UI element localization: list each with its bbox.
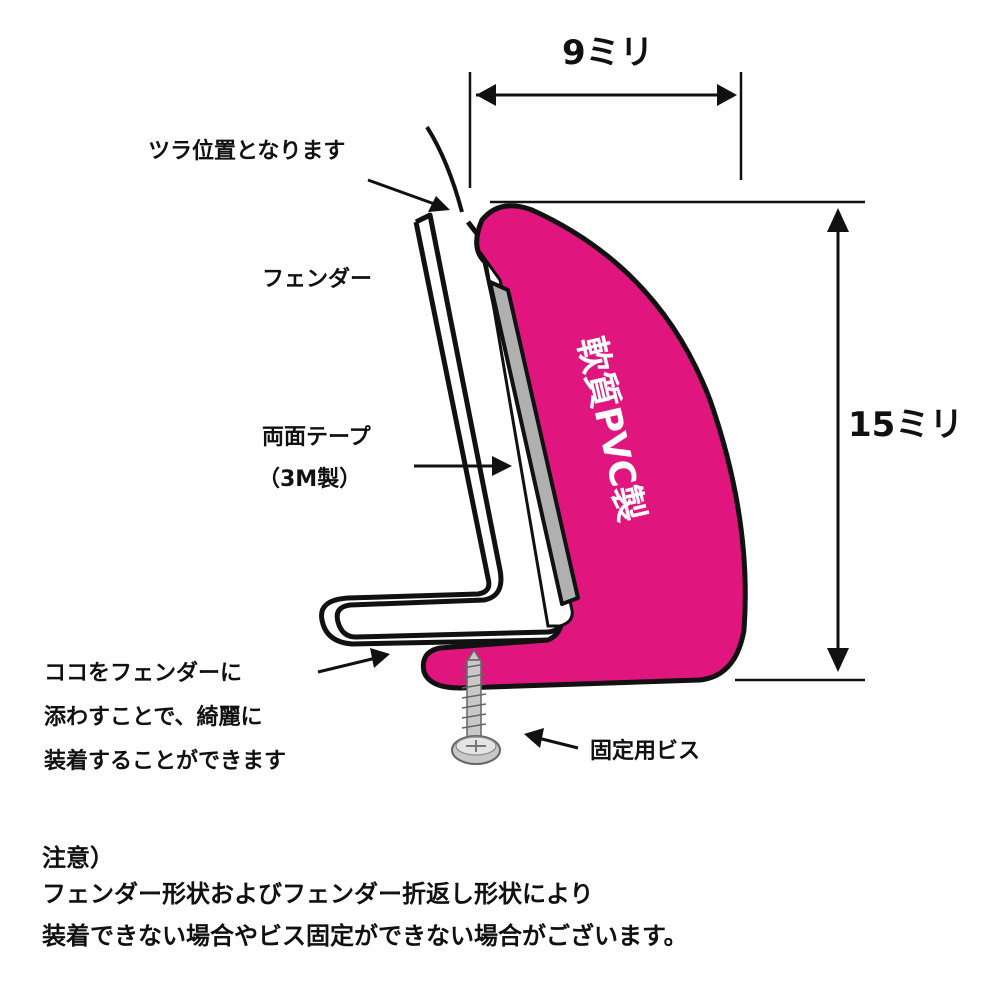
- height-arrow-top: [827, 208, 849, 232]
- fit-label-line1: ココをフェンダーに: [44, 660, 242, 686]
- fit-label-line3: 装着することができます: [44, 748, 286, 774]
- surface-arrowhead: [428, 196, 450, 212]
- width-arrow-right: [717, 84, 737, 106]
- width-label: 9ミリ: [562, 33, 654, 73]
- surface-label: ツラ位置となります: [148, 138, 345, 164]
- double-sided-tape: [488, 280, 580, 606]
- width-arrow-left: [476, 84, 496, 106]
- surface-arrow: [367, 178, 441, 208]
- fit-arrow: [317, 656, 377, 674]
- screw-arrowhead: [524, 728, 544, 748]
- surface-line: [425, 125, 464, 213]
- screw-label: 固定用ビス: [590, 738, 700, 764]
- tape-label-line1: 両面テープ: [262, 425, 372, 450]
- note-line1: フェンダー形状およびフェンダー折返し形状により: [42, 880, 594, 908]
- fender-label: フェンダー: [262, 266, 372, 292]
- height-arrow-bottom: [827, 648, 849, 672]
- fender-inner-edge: [319, 221, 553, 647]
- fit-label-line2: 添わすことで、綺麗に: [44, 704, 262, 730]
- height-label: 15ミリ: [848, 405, 963, 445]
- tape-label-line2: （3M製）: [258, 466, 361, 492]
- screw-icon: [451, 648, 501, 765]
- screw-arrow: [537, 736, 579, 750]
- fit-arrowhead: [370, 648, 390, 668]
- tape-arrowhead: [492, 456, 512, 476]
- note-title: 注意）: [42, 844, 114, 872]
- note-line2: 装着できない場合やビス固定ができない場合がございます。: [42, 922, 688, 950]
